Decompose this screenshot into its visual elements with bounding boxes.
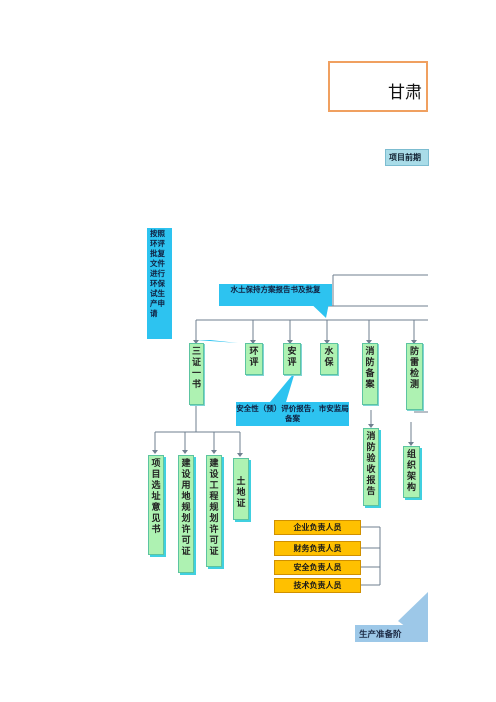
box-land-cert: 土地证	[233, 458, 249, 520]
box-fire-accept: 消防验收报告	[363, 428, 379, 506]
box-site-opinion: 项目选址意见书	[148, 455, 164, 555]
bottom-stage-label: 生产准备阶	[355, 625, 428, 642]
box-land-plan: 建设用地规划许可证	[178, 455, 194, 573]
note-env-permit: 按照环评批复文件进行环保试生产申请	[147, 228, 172, 339]
box-anping: 安评	[283, 343, 301, 375]
box-project-plan: 建设工程规划许可证	[206, 455, 222, 567]
role-enterprise: 企业负责人员	[274, 520, 361, 535]
box-fanglei: 防雷检测	[406, 343, 423, 410]
box-xiaofang: 消防备案	[362, 343, 378, 405]
role-finance: 财务负责人员	[274, 541, 361, 556]
box-org: 组织架构	[403, 446, 420, 498]
note-safety-report: 安全性（预）评价报告，市安监局备案	[236, 402, 349, 426]
page-title: 甘肃	[328, 61, 428, 112]
role-technical: 技术负责人员	[274, 578, 361, 593]
note-soil-plan: 水土保持方案报告书及批复	[219, 284, 332, 306]
stage-label: 项目前期	[385, 149, 429, 166]
box-shuibao: 水保	[320, 343, 338, 375]
box-sanzheng: 三证一书	[189, 343, 204, 405]
role-safety: 安全负责人员	[274, 560, 361, 575]
box-huanping: 环评	[245, 343, 263, 375]
